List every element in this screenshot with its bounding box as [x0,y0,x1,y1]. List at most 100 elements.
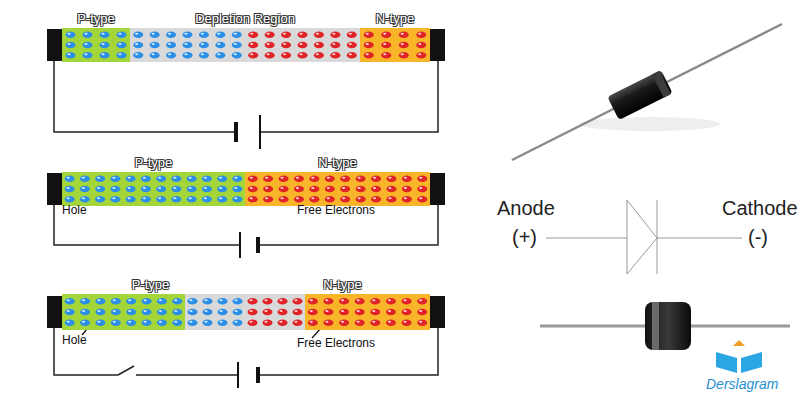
diode-photo [607,70,672,120]
electron-carrier [248,309,258,315]
terminal-cap [47,173,62,205]
terminal-cap [47,29,62,61]
carrier-highlight [294,310,297,312]
carrier-label: Free Electrons [297,336,375,350]
region-label: N-type [323,277,361,292]
region-label: P-type [132,277,170,292]
carrier-highlight [204,321,207,323]
symbol-wire [546,238,627,239]
region-label: N-type [318,155,356,170]
n-type-region: N-type [360,28,430,62]
carrier-highlight [279,310,282,312]
hole-carrier [188,298,198,304]
hole-carrier [203,320,213,326]
battery-plate [237,362,239,388]
cathode-band [652,302,659,350]
battery-plate [256,367,260,383]
carrier-highlight [204,310,207,312]
carrier-highlight [249,321,252,323]
terminal-name: Cathode [722,197,798,220]
electron-carrier [263,320,273,326]
carrier-highlight [234,321,237,323]
carrier-highlight [219,321,222,323]
carrier-label: Hole [62,333,87,347]
hole-carrier [203,298,213,304]
cathode-band [652,71,671,98]
region-label: P-type [135,155,173,170]
electron-carrier [278,320,288,326]
terminal-cap [430,29,445,61]
carrier-highlight [294,321,297,323]
carrier-highlight [189,299,192,301]
carrier-label: Hole [62,203,87,217]
diode-lead [512,24,782,160]
carrier-highlight [249,299,252,301]
logo-book [716,352,737,373]
circuit-wire [54,328,438,375]
hole-carrier [203,309,213,315]
open-switch [118,366,134,375]
electron-carrier [278,298,288,304]
carrier-highlight [234,310,237,312]
carrier-highlight [264,321,267,323]
circuit-wire [54,61,438,132]
n-type-region: N-type [305,294,430,330]
hole-carrier [233,320,243,326]
carrier-highlight [189,321,192,323]
terminal-cap [47,296,62,328]
battery-plate [234,122,238,142]
hole-carrier [218,309,228,315]
battery-plate [256,237,260,253]
terminal-name: Anode [497,197,555,220]
carrier-highlight [279,299,282,301]
region-label: N-type [376,11,414,26]
terminal-cap [430,173,445,205]
hole-carrier [218,298,228,304]
terminal-cap [430,296,445,328]
region-label: Depletion Region [195,11,295,26]
p-type-region: P-type [62,294,185,330]
electron-carrier [248,320,258,326]
diode-symbol-bar [657,200,658,274]
hole-carrier [218,320,228,326]
electron-carrier [293,320,303,326]
carrier-highlight [249,310,252,312]
hole-carrier [188,320,198,326]
polarity-sign: (-) [748,226,768,249]
carrier-highlight [219,310,222,312]
carrier-highlight [294,299,297,301]
hole-carrier [233,309,243,315]
electron-carrier [263,298,273,304]
circuit-wire [54,205,438,245]
symbol-wire [657,238,742,239]
electron-carrier [293,298,303,304]
carrier-highlight [234,299,237,301]
p-type-region: P-type [62,172,245,206]
battery-plate [239,232,241,258]
depletion-region: Depletion Region [130,28,360,62]
hole-carrier [188,309,198,315]
n-type-region: N-type [245,172,430,206]
photo-shadow [580,117,720,131]
diode-body [607,70,672,120]
p-type-region: P-type [62,28,130,62]
electron-carrier [248,298,258,304]
region-label: P-type [77,11,115,26]
logo-mark [733,340,745,346]
hole-carrier [233,298,243,304]
logo-book [741,352,762,373]
diode-symbol [627,200,657,274]
watermark: Derslagram [706,376,778,392]
electron-carrier [278,309,288,315]
carrier-highlight [219,299,222,301]
carrier-highlight [279,321,282,323]
electron-carrier [263,309,273,315]
electron-carrier [293,309,303,315]
battery-plate [259,115,261,149]
depletion-band [185,294,305,330]
carrier-highlight [264,299,267,301]
carrier-highlight [264,310,267,312]
diode-body [645,302,691,350]
polarity-sign: (+) [512,226,537,249]
